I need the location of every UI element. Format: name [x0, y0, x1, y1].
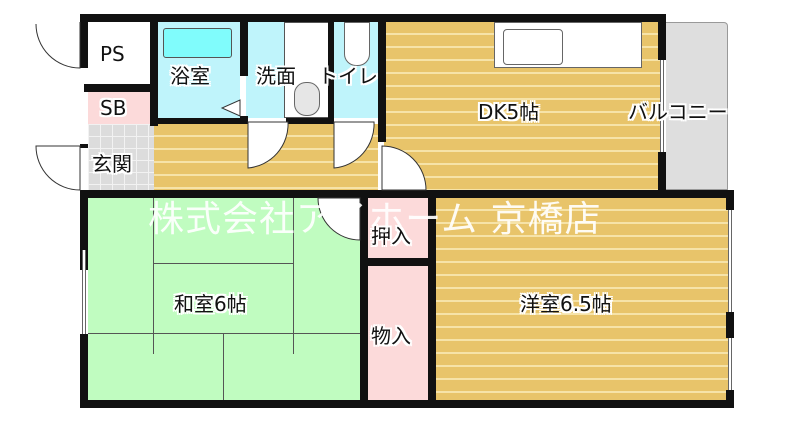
entrance-label: 玄関: [92, 152, 132, 176]
window: [728, 210, 732, 312]
yoshitsu-label: 洋室6.5帖: [520, 292, 612, 316]
washitsu-label: 和室6帖: [174, 292, 247, 316]
wall: [80, 14, 666, 22]
tatami-line: [293, 198, 294, 354]
wall: [150, 118, 242, 124]
monoire-label: 物入: [371, 324, 411, 348]
ps-label: PS: [100, 42, 125, 66]
washroom-door-icon: [247, 121, 289, 169]
tatami-line: [223, 333, 224, 400]
balcony-label: バルコニー: [628, 100, 728, 124]
wall: [658, 152, 666, 198]
washbasin-icon: [294, 82, 320, 116]
wall: [80, 198, 88, 270]
dk-door-icon: [381, 145, 427, 191]
tatami-line: [153, 263, 293, 264]
wall: [428, 190, 436, 408]
wall: [360, 190, 368, 408]
kitchen-sink-icon: [503, 29, 563, 65]
monoire-closet: [368, 266, 430, 400]
wall: [80, 144, 88, 148]
wall: [286, 118, 334, 124]
wall: [80, 334, 88, 408]
dk-label: DK5帖: [478, 100, 540, 124]
sb-label: SB: [100, 96, 127, 120]
wall: [360, 258, 436, 266]
toilet-icon: [344, 22, 370, 66]
balcony-area: [666, 22, 728, 190]
window: [660, 60, 664, 152]
entrance-room: [88, 124, 154, 190]
bathtub-icon: [163, 28, 232, 58]
washitsu-door-icon: [317, 197, 361, 241]
wall: [726, 390, 734, 408]
washroom-label: 洗面: [256, 64, 296, 88]
wall: [328, 14, 334, 124]
wall: [84, 84, 154, 92]
oshiire-closet: [368, 198, 430, 258]
wall: [150, 14, 158, 126]
wall: [240, 14, 248, 76]
wall: [658, 14, 666, 60]
wall: [726, 312, 734, 338]
wall: [378, 14, 386, 142]
toilet-label: トイレ: [318, 64, 378, 88]
wall: [80, 14, 88, 68]
sb-room: [88, 92, 150, 124]
bath-label: 浴室: [170, 64, 210, 88]
wall: [240, 116, 248, 124]
toilet-door-icon: [333, 121, 375, 169]
oshiire-label: 押入: [371, 224, 411, 248]
watermark: 株式会社アイホーム 京橋店: [148, 199, 602, 240]
door-swing-icon: [35, 22, 81, 69]
tatami-line: [88, 333, 360, 334]
yoshitsu-room: [436, 198, 728, 400]
wall: [80, 400, 734, 408]
entrance-door-icon: [35, 145, 81, 191]
window: [728, 338, 732, 390]
bath-door-icon: [220, 99, 241, 117]
washitsu-room: [88, 198, 360, 400]
window: [82, 250, 86, 334]
tatami-line: [153, 198, 154, 354]
ps-room: [88, 22, 150, 84]
wall: [726, 190, 734, 210]
wall: [80, 190, 734, 198]
